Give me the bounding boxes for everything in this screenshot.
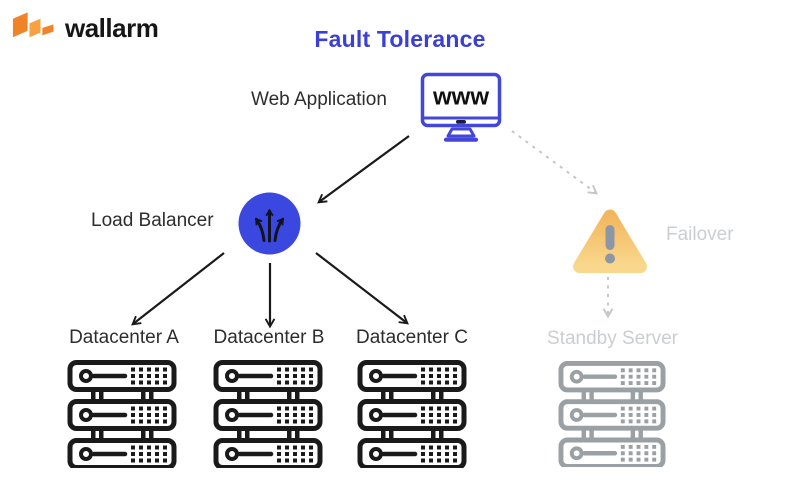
datacenter-a-server-stack-icon [67,360,177,468]
arrow-webapp-to-loadbalancer [319,135,410,202]
arrow-loadbalancer-to-datacenter-a [133,252,225,324]
www-monitor-icon: www [420,72,502,142]
datacenter-a-label: Datacenter A [69,327,179,348]
failover-label: Failover [666,224,734,245]
standby-server-label: Standby Server [547,328,678,349]
datacenter-c-label: Datacenter C [356,327,468,348]
www-text: www [432,84,489,111]
datacenter-b-label: Datacenter B [213,327,325,348]
web-application-label: Web Application [251,89,387,110]
failover-warning-triangle-icon [573,209,647,273]
arrow-loadbalancer-to-datacenter-c [315,252,407,323]
load-balancer-icon [238,192,301,255]
dashed-arrow-webapp-to-failover [511,130,596,193]
page-title: Fault Tolerance [314,26,486,52]
wallarm-logo-icon [12,12,54,38]
wallarm-logo: wallarm [12,9,159,47]
datacenter-c-server-stack-icon [357,360,467,468]
datacenter-b-server-stack-icon [213,360,323,468]
load-balancer-label: Load Balancer [91,210,214,231]
standby-server-stack-icon [558,361,666,467]
wallarm-logo-text: wallarm [65,12,159,43]
